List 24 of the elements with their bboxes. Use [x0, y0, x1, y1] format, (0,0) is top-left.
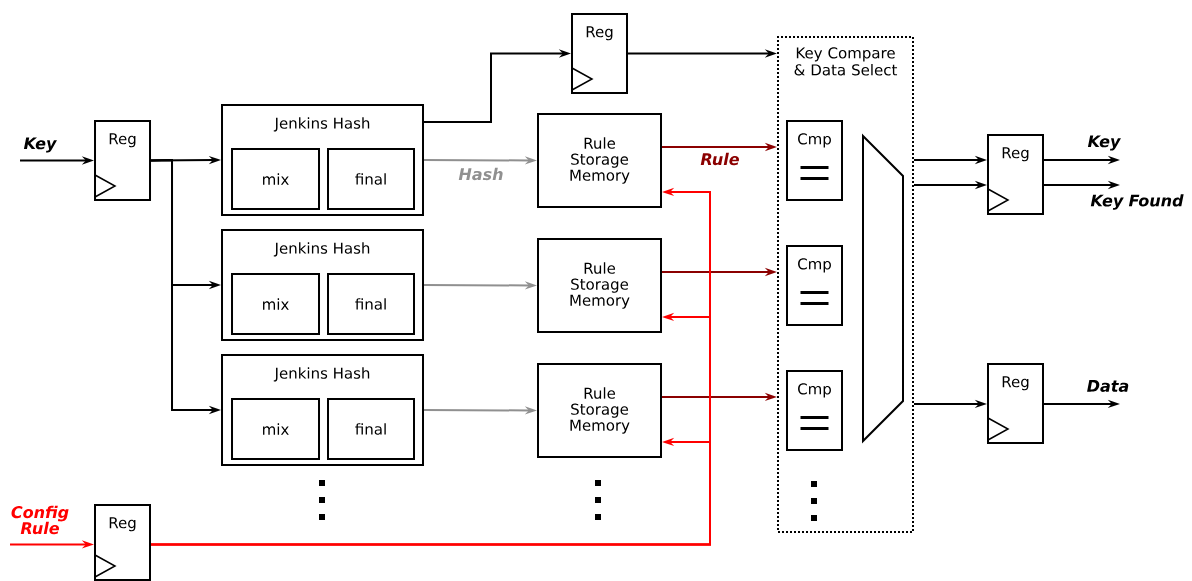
register-box: Reg: [987, 363, 1044, 444]
comparator-box: Cmp: [786, 120, 843, 201]
edge-label: Key Found: [1090, 194, 1184, 210]
edge-label: Key: [23, 137, 57, 153]
function-box: mix: [231, 148, 320, 210]
edge-label: Data: [1087, 380, 1129, 392]
function-box: mix: [231, 273, 320, 335]
edge-label: Config Rule: [11, 505, 69, 535]
register-box: Reg: [987, 134, 1044, 215]
function-box: mix: [231, 398, 320, 460]
function-box: final: [327, 273, 415, 335]
memory-box: Rule Storage Memory: [537, 113, 662, 208]
edge-label: Key: [1087, 135, 1121, 151]
memory-box: Rule Storage Memory: [537, 238, 662, 333]
edge-label: Hash: [458, 167, 503, 181]
register-box: Reg: [94, 120, 151, 201]
register-box: Reg: [94, 504, 151, 581]
register-box: Reg: [571, 13, 628, 94]
comparator-box: Cmp: [786, 370, 843, 451]
function-box: final: [327, 398, 415, 460]
memory-box: Rule Storage Memory: [537, 363, 662, 458]
comparator-box: Cmp: [786, 245, 843, 326]
edge-label: Rule: [700, 152, 739, 166]
function-box: final: [327, 148, 415, 210]
